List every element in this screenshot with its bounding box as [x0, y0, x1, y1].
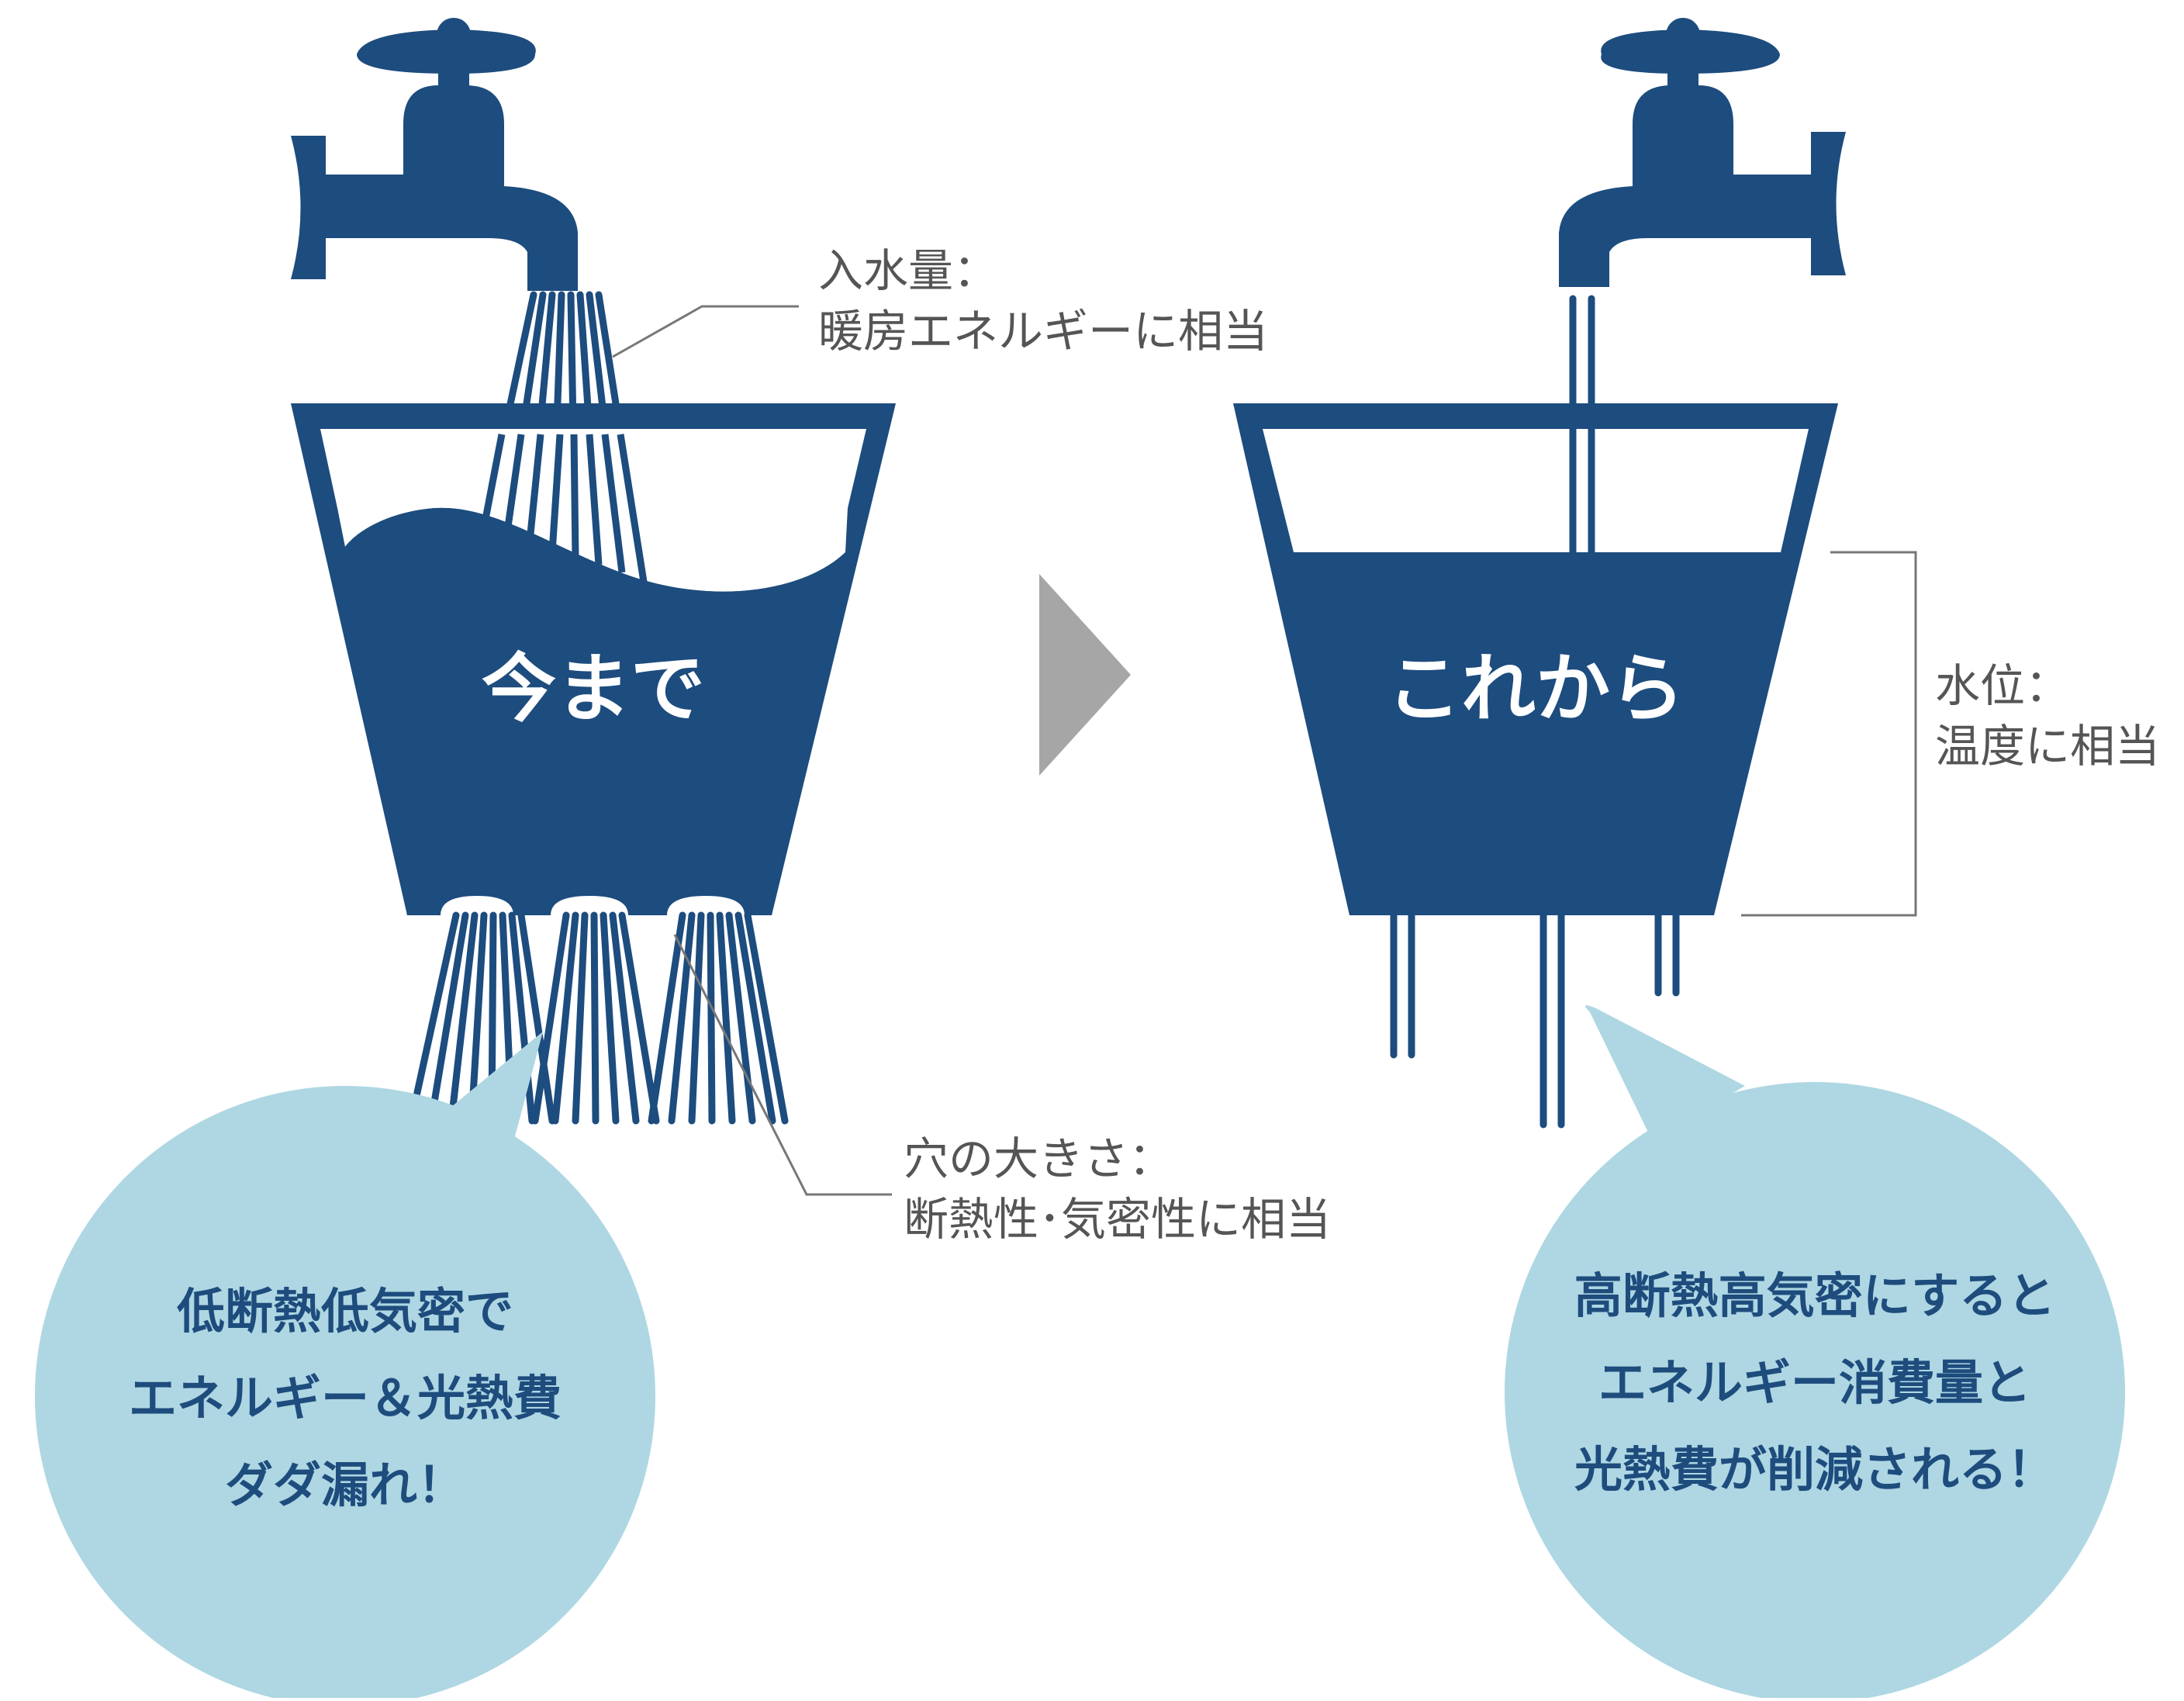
right-drip-streams [1390, 904, 1680, 1129]
left-leak-streams [407, 911, 789, 1125]
right-bubble-line: 高断熱高気密にすると [1574, 1267, 2056, 1324]
left-bubble-line: エネルギー＆光熱費 [128, 1370, 562, 1426]
right-bubble-text: 高断熱高気密にすると エネルギー消費量と 光熱費が削減される！ [1512, 1253, 2117, 1513]
holes-annotation: 穴の大きさ： 断熱性･気密性に相当 [904, 1129, 1331, 1250]
holes-annotation-desc: 断熱性･気密性に相当 [904, 1193, 1332, 1246]
left-speech-bubble-icon [35, 1032, 655, 1701]
inflow-annotation-desc: 暖房エネルギーに相当 [818, 305, 1269, 358]
left-faucet-icon [291, 18, 578, 291]
right-bubble-line: 光熱費が削減される！ [1574, 1441, 2055, 1498]
right-speech-bubble-icon [1505, 1005, 2125, 1701]
right-bucket-icon [1233, 403, 1838, 915]
holes-annotation-title: 穴の大きさ： [904, 1132, 1174, 1185]
left-bucket-label: 今まで [482, 645, 705, 732]
water-level-annotation: 水位： 温度に相当 [1935, 655, 2160, 776]
right-faucet-icon [1559, 18, 1846, 287]
right-bubble-line: エネルギー消費量と [1598, 1354, 2031, 1411]
water-level-bracket [1741, 551, 1917, 917]
inflow-annotation-title: 入水量： [818, 244, 999, 297]
left-bubble-text: 低断熱低気密で エネルギー＆光熱費 ダダ漏れ！ [74, 1268, 617, 1529]
inflow-annotation: 入水量： 暖房エネルギーに相当 [818, 240, 1268, 361]
water-level-annotation-desc: 温度に相当 [1935, 720, 2161, 773]
arrow-right-icon [1039, 574, 1131, 776]
annotation-lines-left [612, 305, 892, 1196]
left-bubble-line: 低断熱低気密で [176, 1283, 513, 1340]
water-level-annotation-title: 水位： [1935, 659, 2071, 712]
left-bucket-icon [291, 403, 896, 915]
left-bubble-line: ダダ漏れ！ [224, 1457, 465, 1513]
right-bucket-label: これから [1387, 645, 1685, 732]
